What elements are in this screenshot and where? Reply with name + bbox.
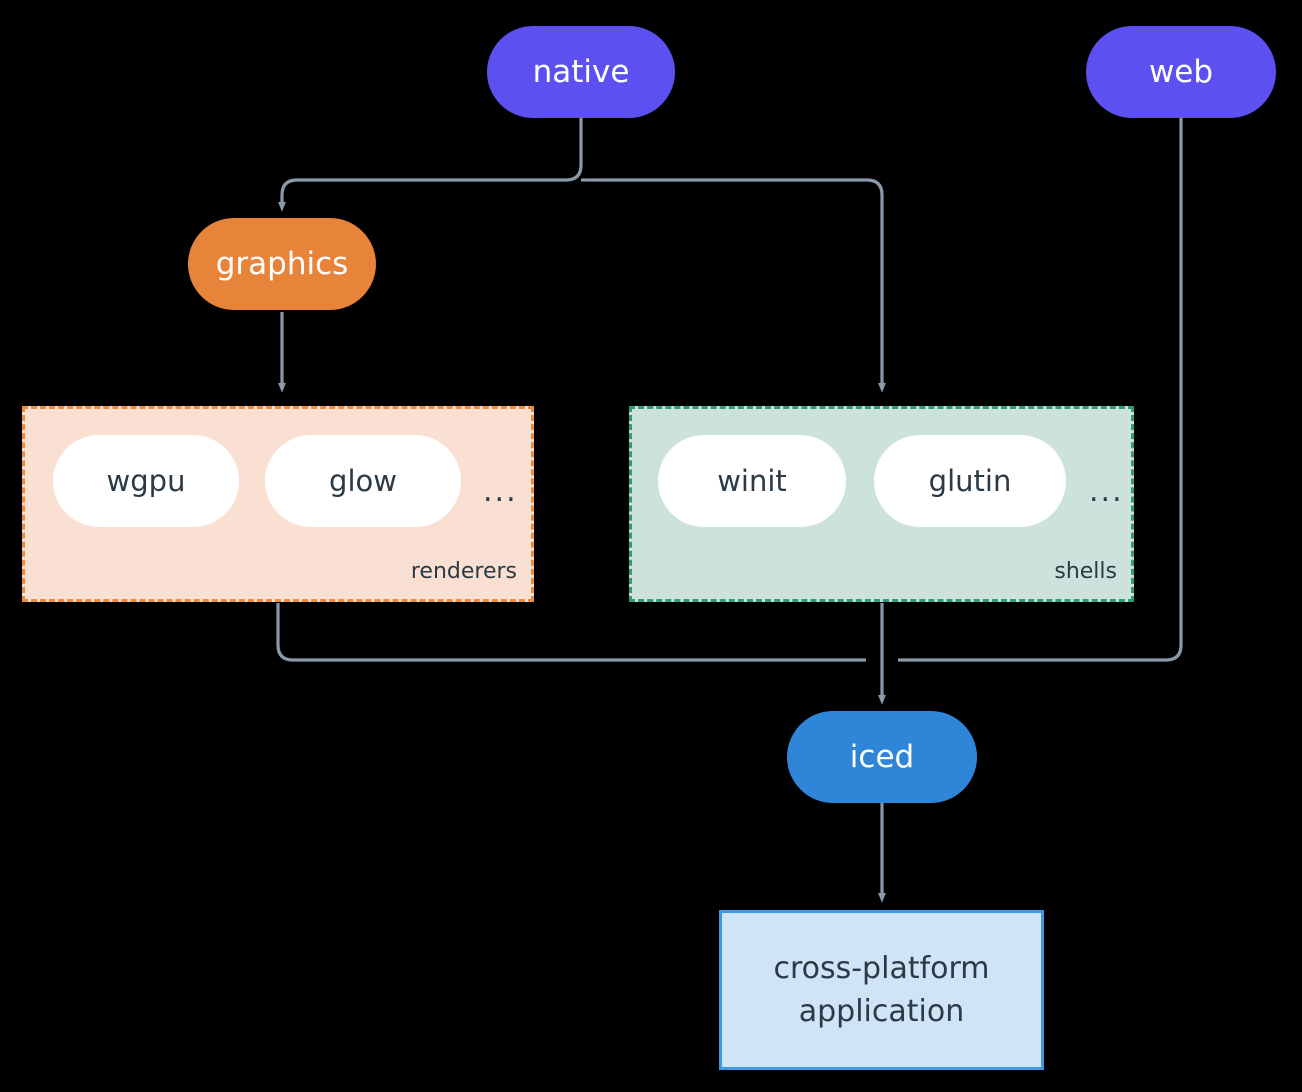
edge-native-split [565, 117, 583, 182]
node-graphics-label: graphics [215, 245, 349, 282]
node-application[interactable]: cross-platform application [719, 910, 1044, 1070]
node-graphics[interactable]: graphics [188, 218, 376, 310]
group-shells-label: shells [1054, 559, 1117, 584]
shell-item-winit[interactable]: winit [658, 435, 846, 527]
renderer-item-wgpu-label: wgpu [106, 464, 186, 498]
renderer-item-glow[interactable]: glow [265, 435, 461, 527]
node-native-label: native [532, 53, 630, 90]
group-renderers: wgpu glow ... renderers [22, 406, 534, 602]
node-iced[interactable]: iced [787, 711, 977, 803]
application-label-line1: cross-platform [773, 950, 990, 986]
edge-native-graphics [278, 178, 566, 212]
edge-native-shells [596, 178, 886, 393]
renderer-item-glow-label: glow [329, 464, 397, 498]
node-web[interactable]: web [1086, 26, 1276, 118]
node-native[interactable]: native [487, 26, 675, 118]
renderers-more-ellipsis: ... [483, 474, 518, 509]
shell-item-glutin[interactable]: glutin [874, 435, 1066, 527]
renderer-item-wgpu[interactable]: wgpu [53, 435, 239, 527]
edge-renderers-iced [276, 603, 866, 662]
shells-more-ellipsis: ... [1089, 474, 1124, 509]
group-renderers-label: renderers [410, 559, 517, 584]
shell-item-glutin-label: glutin [928, 464, 1012, 498]
node-web-label: web [1148, 53, 1214, 90]
node-iced-label: iced [849, 738, 915, 775]
shell-item-winit-label: winit [717, 464, 787, 498]
group-shells: winit glutin ... shells [629, 406, 1134, 602]
application-label-line2: application [798, 994, 965, 1029]
